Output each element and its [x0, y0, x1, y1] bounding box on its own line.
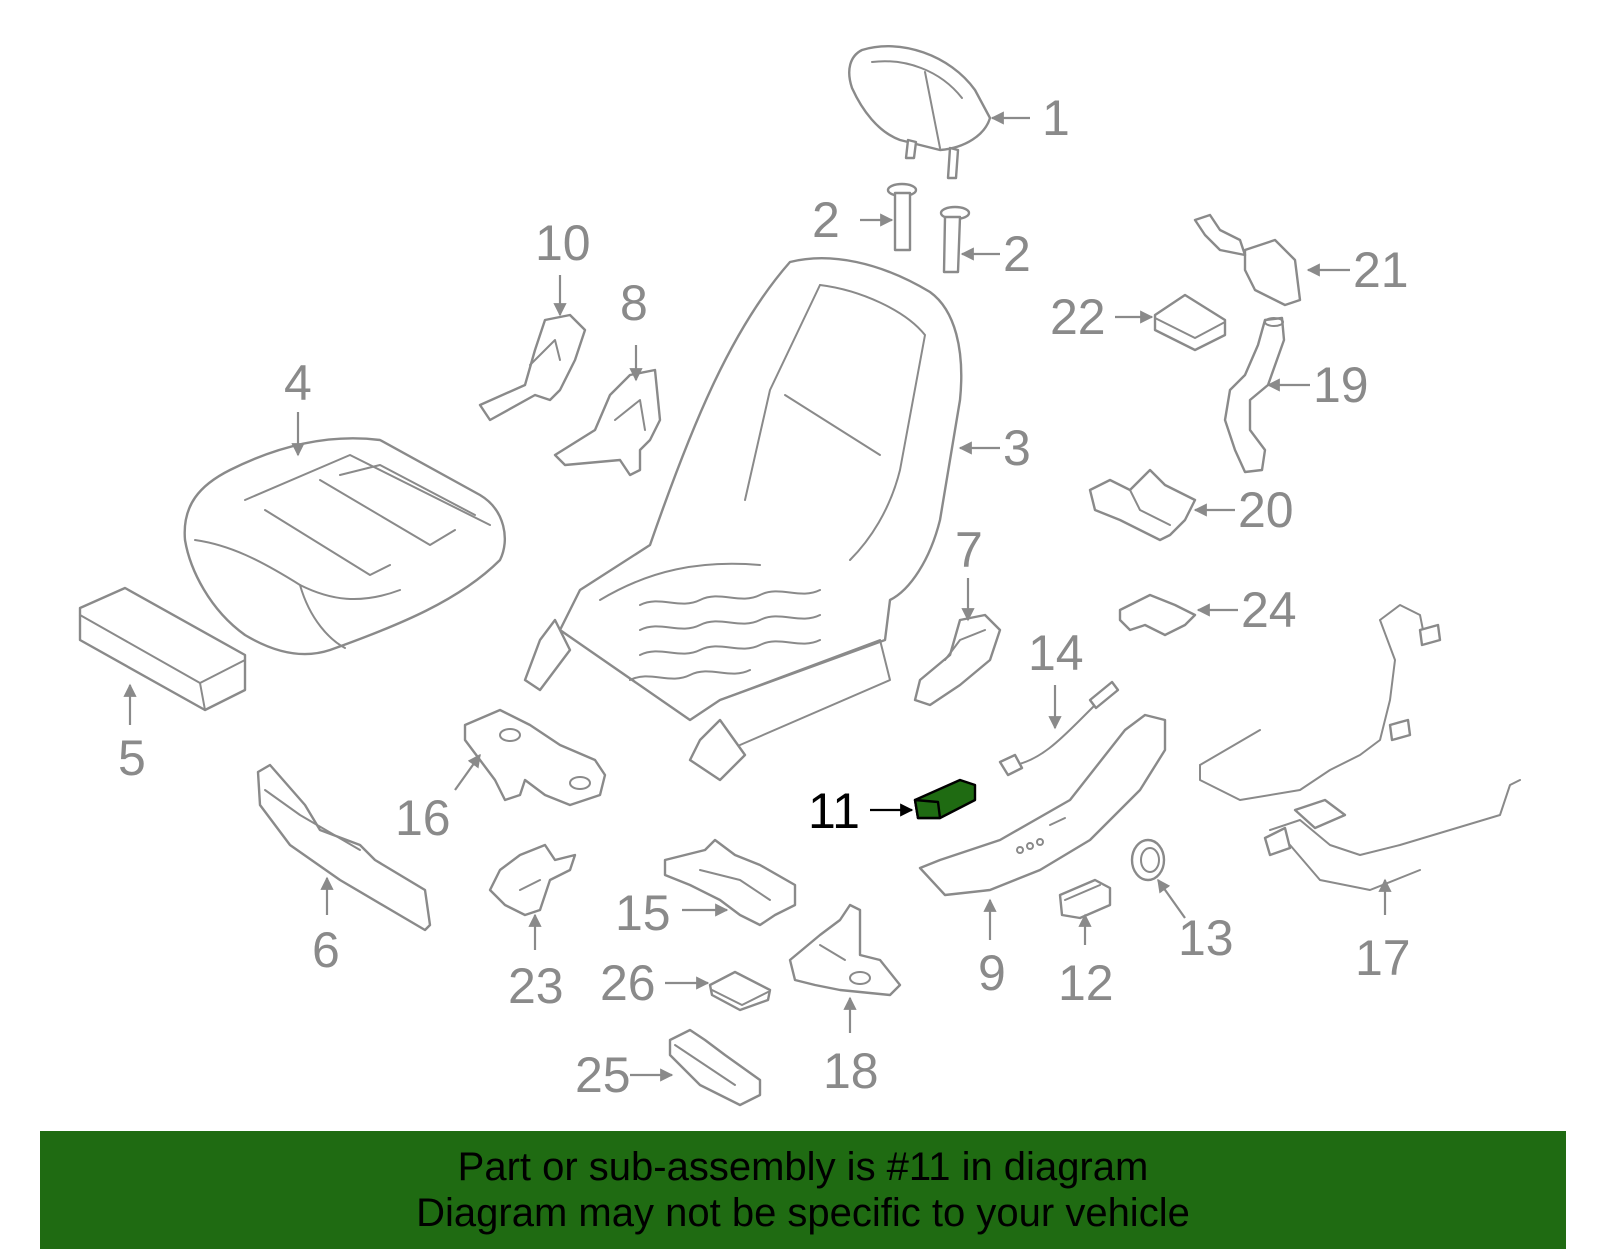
- callout-26: 26: [600, 955, 656, 1011]
- callout-23: 23: [508, 958, 564, 1014]
- part-25-cover[interactable]: [668, 1028, 762, 1107]
- part-4-seat-cushion[interactable]: [183, 437, 507, 656]
- part-11-switch-highlighted[interactable]: [913, 778, 977, 820]
- callout-13: 13: [1178, 910, 1234, 966]
- part-6-trim[interactable]: [256, 763, 432, 932]
- part-9-side-shield[interactable]: [918, 713, 1167, 897]
- part-19-duct[interactable]: [1223, 316, 1286, 474]
- callout-24: 24: [1241, 582, 1297, 638]
- arrow-16: [454, 753, 481, 791]
- part-22-pad[interactable]: [1153, 293, 1227, 352]
- footer-disclaimer: Diagram may not be specific to your vehi…: [416, 1191, 1190, 1235]
- callout-22: 22: [1050, 289, 1106, 345]
- part-21-module[interactable]: [1193, 213, 1302, 307]
- callout-11: 11: [808, 783, 860, 839]
- part-1-headrest[interactable]: [848, 45, 992, 180]
- callout-16: 16: [395, 790, 451, 846]
- callout-1: 1: [1042, 90, 1070, 146]
- part-8-bracket[interactable]: [553, 368, 662, 477]
- part-2-headrest-guide-right[interactable]: [939, 205, 971, 274]
- callout-19: 19: [1313, 357, 1369, 413]
- part-24-bracket[interactable]: [1118, 593, 1197, 637]
- callout-25: 25: [575, 1047, 631, 1103]
- part-10-bracket[interactable]: [478, 313, 587, 422]
- leader-arrows: [123, 111, 1392, 1082]
- callout-17: 17: [1355, 930, 1411, 986]
- part-7-bracket[interactable]: [913, 613, 1002, 707]
- part-18-bracket[interactable]: [788, 903, 902, 997]
- part-13-cap[interactable]: [1130, 838, 1166, 882]
- arrow-13: [1157, 878, 1186, 919]
- callout-10: 10: [535, 215, 591, 271]
- part-20-bracket[interactable]: [1088, 468, 1197, 542]
- seat-parts-diagram: 1 2 2 3 4 5 6 7 8 9 10 11 12 13 14 15 16…: [78, 45, 1521, 1107]
- callout-6: 6: [312, 922, 340, 978]
- part-2-headrest-guide-left[interactable]: [886, 182, 918, 252]
- part-16-bracket[interactable]: [463, 708, 607, 807]
- callout-7: 7: [955, 522, 983, 578]
- footer-banner: Part or sub-assembly is #11 in diagram D…: [40, 1131, 1566, 1249]
- callout-18: 18: [823, 1043, 879, 1099]
- callout-8: 8: [620, 275, 648, 331]
- part-12-knob[interactable]: [1058, 878, 1112, 920]
- callout-2a: 2: [812, 192, 840, 248]
- part-5-pad[interactable]: [78, 586, 247, 712]
- part-14-harness[interactable]: [998, 680, 1120, 777]
- callout-14: 14: [1028, 625, 1084, 681]
- callout-20: 20: [1238, 482, 1294, 538]
- callout-5: 5: [118, 730, 146, 786]
- callout-4: 4: [284, 355, 312, 411]
- part-15-plate[interactable]: [663, 838, 797, 927]
- footer-part-note: Part or sub-assembly is #11 in diagram: [457, 1145, 1149, 1189]
- part-26-pad[interactable]: [708, 970, 772, 1012]
- callout-15: 15: [615, 885, 671, 941]
- callout-labels: 1 2 2 3 4 5 6 7 8 9 10 11 12 13 14 15 16…: [118, 90, 1411, 1103]
- callout-9: 9: [978, 945, 1006, 1001]
- callout-21: 21: [1353, 242, 1409, 298]
- callout-2b: 2: [1003, 226, 1031, 282]
- part-23-bracket[interactable]: [488, 843, 577, 917]
- callout-12: 12: [1058, 955, 1114, 1011]
- part-17-wiring-harness[interactable]: [1199, 604, 1521, 891]
- callout-3: 3: [1003, 420, 1031, 476]
- part-3-seat-frame[interactable]: [523, 257, 963, 782]
